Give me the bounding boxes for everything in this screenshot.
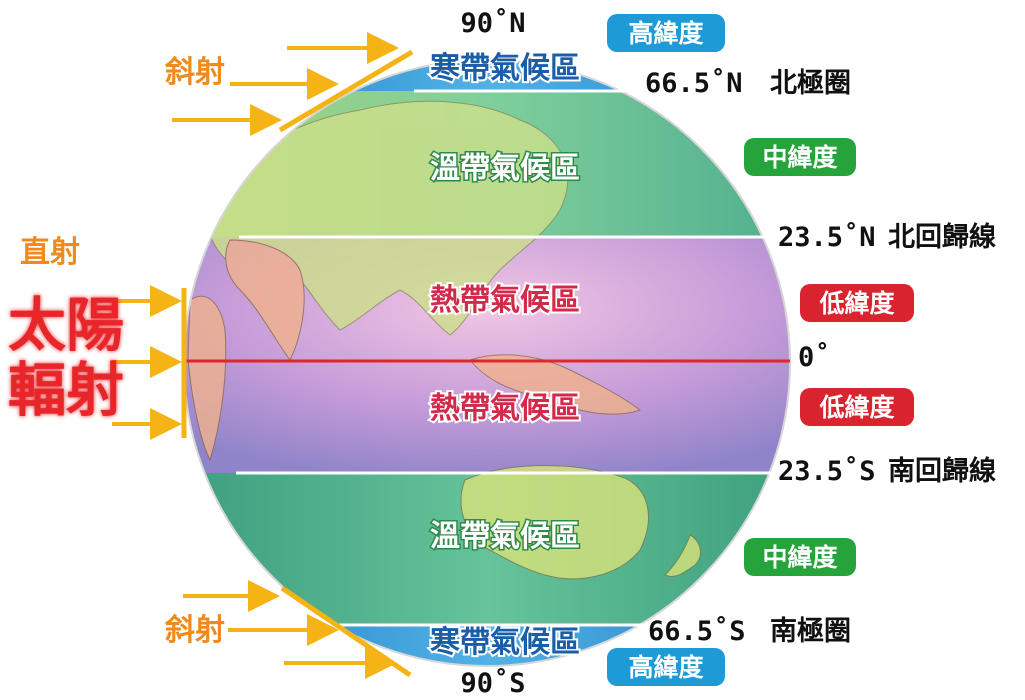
badge-high-north: 高緯度 bbox=[607, 14, 725, 52]
badge-bg bbox=[800, 388, 914, 426]
direct-rays bbox=[112, 285, 187, 440]
badge-text: 高緯度 bbox=[628, 19, 703, 48]
badge-text: 中緯度 bbox=[762, 543, 837, 572]
oblique-label-south: 斜射 bbox=[165, 613, 225, 648]
australia-landmass bbox=[460, 465, 649, 580]
oblique-label-north: 斜射 bbox=[165, 55, 225, 90]
badge-text: 高緯度 bbox=[628, 653, 703, 682]
southeast-asia-islands bbox=[469, 354, 642, 415]
south-pole-label: 90˚S bbox=[460, 668, 525, 699]
sun-label-line1: 太陽 bbox=[8, 291, 124, 359]
antarctic-value: 66.5˚S bbox=[648, 616, 746, 647]
zone-label-south-frigid: 寒帶氣候區 bbox=[430, 625, 580, 660]
badge-bg bbox=[744, 538, 856, 576]
badge-low-north: 低緯度 bbox=[800, 284, 914, 322]
zone-label-north-temperate: 溫帶氣候區 bbox=[430, 151, 580, 186]
cancer-value: 23.5˚N bbox=[778, 222, 876, 253]
new-zealand-landmass bbox=[664, 534, 701, 578]
zone-label-north-frigid: 寒帶氣候區 bbox=[430, 51, 580, 86]
cancer-name: 北回歸線 bbox=[888, 221, 996, 253]
badge-mid-north: 中緯度 bbox=[744, 138, 856, 176]
badge-text: 中緯度 bbox=[762, 143, 837, 172]
capricorn-value: 23.5˚S bbox=[778, 456, 876, 487]
capricorn-name: 南回歸線 bbox=[888, 455, 996, 487]
equator-value: 0˚ bbox=[798, 342, 831, 373]
badge-low-south: 低緯度 bbox=[800, 388, 914, 426]
badge-text: 低緯度 bbox=[818, 393, 894, 422]
arctic-name: 北極圈 bbox=[770, 68, 851, 99]
zone-label-south-temperate: 溫帶氣候區 bbox=[430, 519, 580, 554]
oblique-beam-edge bbox=[278, 49, 414, 133]
badge-bg bbox=[607, 14, 725, 52]
zone-label-south-tropical: 熱帶氣候區 bbox=[430, 391, 580, 426]
oblique-beam-edge bbox=[280, 585, 412, 678]
arctic-value: 66.5˚N bbox=[645, 68, 743, 99]
oblique-rays-south bbox=[183, 580, 412, 679]
badge-bg bbox=[800, 284, 914, 322]
direct-label: 直射 bbox=[20, 235, 80, 270]
landmasses bbox=[187, 100, 701, 580]
badge-bg bbox=[744, 138, 856, 176]
badge-text: 低緯度 bbox=[818, 289, 894, 318]
africa-landmass bbox=[187, 295, 227, 462]
badge-bg bbox=[607, 648, 725, 686]
badge-high-south: 高緯度 bbox=[607, 648, 725, 686]
badge-mid-south: 中緯度 bbox=[744, 538, 856, 576]
oblique-rays-north bbox=[172, 32, 414, 136]
zone-label-north-tropical: 熱帶氣候區 bbox=[430, 283, 580, 318]
sun-label-line2: 輻射 bbox=[8, 356, 124, 424]
antarctic-name: 南極圈 bbox=[770, 616, 851, 647]
north-pole-label: 90˚N bbox=[460, 8, 525, 39]
